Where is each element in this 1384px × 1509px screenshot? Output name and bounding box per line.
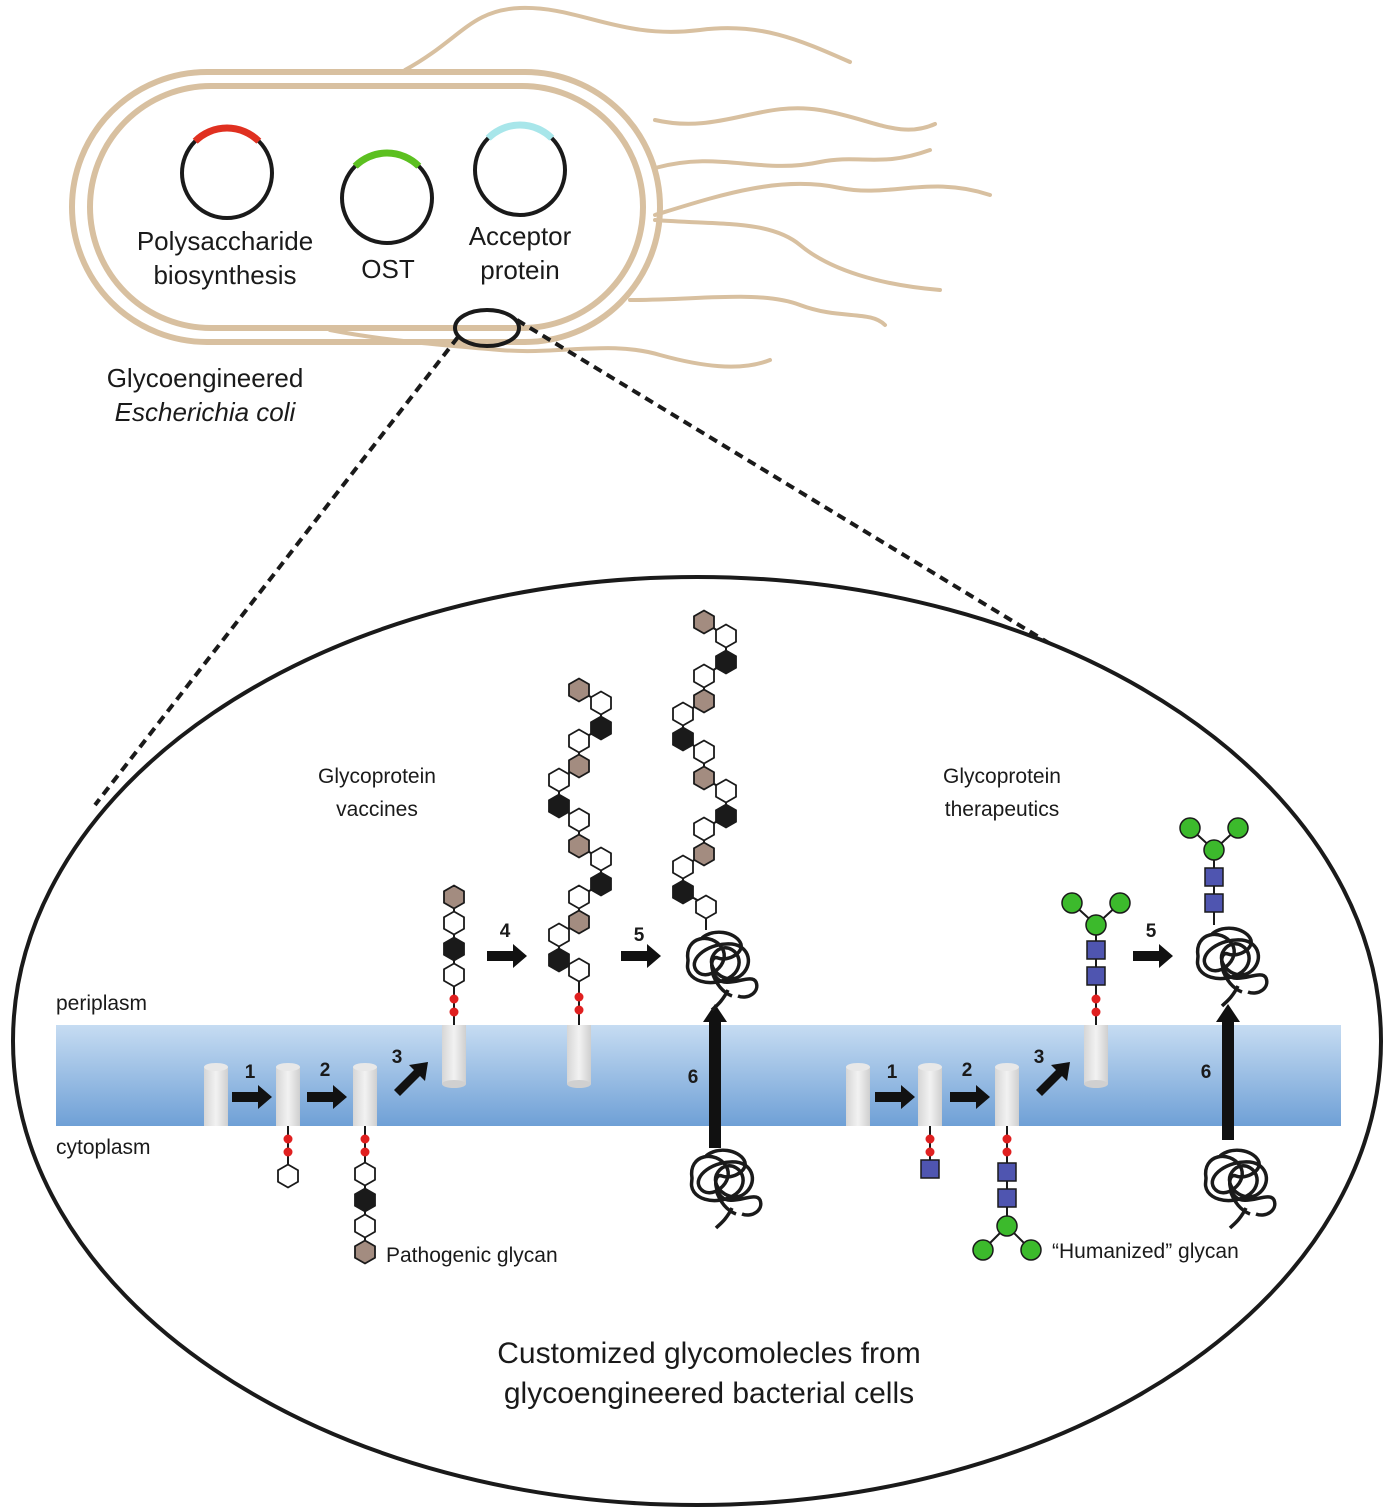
plasmid-label-3b: protein — [480, 255, 560, 285]
vaccines-title-1: Glycoprotein — [318, 765, 436, 788]
lipid-carrier — [442, 1025, 466, 1088]
step-1: 1 — [245, 1062, 256, 1083]
pathogenic-glycan-cytoplasm — [354, 1126, 376, 1265]
step-6-t: 6 — [1201, 1062, 1212, 1083]
lipid-carrier — [204, 1063, 228, 1126]
plasmid-polysaccharide — [180, 124, 274, 220]
lipid-carrier — [846, 1063, 870, 1126]
humanized-glycan-cytoplasm — [972, 1126, 1042, 1261]
pathogenic-glycan-periplasm — [443, 884, 465, 1025]
step-3: 3 — [392, 1047, 403, 1068]
gene-segment — [352, 149, 422, 169]
humanized-glycan-periplasm — [1061, 892, 1131, 1025]
plasmid-ost — [340, 149, 434, 245]
step-2: 2 — [320, 1060, 331, 1081]
lipid-carrier — [353, 1063, 377, 1126]
lipid-carrier — [918, 1063, 942, 1126]
step-5-t: 5 — [1146, 921, 1157, 942]
step-2-t: 2 — [962, 1060, 973, 1081]
gene-segment — [485, 121, 555, 141]
gene-segment — [192, 124, 262, 144]
plasmid-label-1b: biosynthesis — [153, 260, 296, 290]
plasmid-label-1a: Polysaccharide — [137, 226, 313, 256]
plasmid-label-2: OST — [361, 254, 415, 284]
cell-name-line2: Escherichia coli — [115, 397, 297, 427]
therapeutics-title-1: Glycoprotein — [943, 765, 1061, 788]
plasmid-acceptor — [473, 121, 567, 217]
step-5: 5 — [634, 925, 645, 946]
periplasm-label: periplasm — [56, 992, 147, 1015]
polymerized-glycan-on-carrier — [548, 677, 612, 1025]
caption-line2: glycoengineered bacterial cells — [504, 1377, 914, 1410]
membrane — [56, 1025, 1341, 1126]
lipid-carrier — [276, 1063, 300, 1126]
step-1-t: 1 — [887, 1062, 898, 1083]
step-6: 6 — [688, 1067, 699, 1088]
glycoprotein-vaccine — [672, 609, 737, 930]
cell-name-line1: Glycoengineered — [107, 363, 304, 393]
lipid-carrier — [567, 1025, 591, 1088]
glycoprotein-therapeutic — [1179, 817, 1249, 925]
step-4: 4 — [500, 921, 511, 942]
cytoplasm-label: cytoplasm — [56, 1136, 151, 1159]
therapeutics-title-2: therapeutics — [945, 798, 1059, 821]
glycan-intermediate-1 — [277, 1126, 299, 1189]
zoom-line-left — [93, 335, 460, 807]
pathogenic-glycan-label: Pathogenic glycan — [386, 1244, 558, 1267]
caption-line1: Customized glycomolecles from — [497, 1337, 920, 1370]
step-3-t: 3 — [1034, 1047, 1045, 1068]
glycan-intermediate-1-t — [920, 1126, 940, 1179]
step-arrows-therapeutics — [875, 944, 1240, 1140]
zoom-region-marker — [453, 308, 521, 348]
cell-body — [69, 69, 663, 345]
plasmid-label-3a: Acceptor — [469, 221, 572, 251]
lipid-carrier — [1084, 1025, 1108, 1088]
step-arrows-vaccines — [232, 944, 727, 1148]
humanized-glycan-label: “Humanized” glycan — [1052, 1240, 1239, 1263]
vaccines-title-2: vaccines — [336, 798, 418, 821]
lipid-carrier — [995, 1063, 1019, 1126]
